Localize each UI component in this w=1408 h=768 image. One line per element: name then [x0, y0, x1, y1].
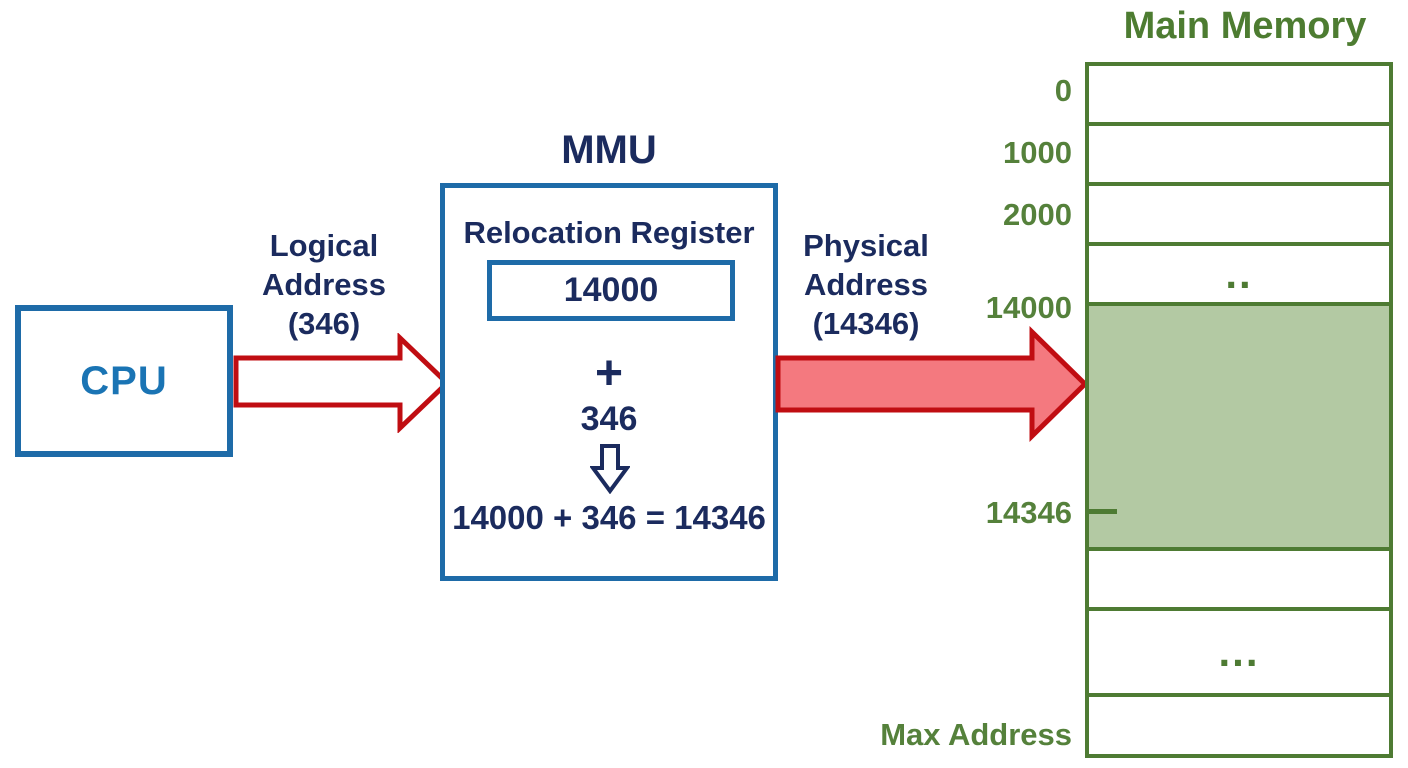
cpu-label: CPU — [80, 358, 168, 403]
cpu-to-mmu-arrow-icon — [233, 333, 451, 433]
address-label-max: Max Address — [880, 717, 1072, 752]
memory-row-highlighted-block — [1089, 306, 1389, 551]
mmu-box — [440, 183, 778, 581]
offset-value: 346 — [580, 400, 638, 438]
down-arrow-icon — [590, 444, 630, 494]
physical-address-line3: (14346) — [812, 306, 920, 341]
memory-row-dots: ... — [1089, 611, 1389, 697]
address-label-2000: 2000 — [1003, 197, 1072, 232]
memory-row-dots: .. — [1089, 246, 1389, 306]
physical-address-line2: Address — [803, 267, 929, 302]
logical-address-line2: Address — [261, 267, 387, 302]
physical-address-label: Physical Address (14346) — [780, 226, 952, 343]
memory-row — [1089, 66, 1389, 126]
logical-address-line1: Logical — [269, 228, 379, 263]
main-memory-title: Main Memory — [1123, 5, 1367, 47]
plus-sign: + — [594, 347, 624, 400]
mmu-title: MMU — [561, 128, 657, 172]
mmu-to-memory-arrow-icon — [775, 326, 1089, 442]
address-label-14346: 14346 — [985, 495, 1072, 530]
logical-address-label: Logical Address (346) — [239, 226, 409, 343]
logical-address-line3: (346) — [287, 306, 361, 341]
address-label-1000: 1000 — [1003, 135, 1072, 170]
main-memory-table: .. ... — [1085, 62, 1393, 758]
address-label-14000: 14000 — [985, 290, 1072, 325]
memory-row — [1089, 186, 1389, 246]
relocation-register-box: 14000 — [487, 260, 735, 321]
memory-row — [1089, 126, 1389, 186]
relocation-register-value: 14000 — [563, 271, 659, 309]
physical-address-line1: Physical — [803, 228, 929, 263]
cpu-box: CPU — [15, 305, 233, 457]
memory-row — [1089, 551, 1389, 611]
address-14346-tick — [1089, 509, 1117, 514]
address-label-0: 0 — [1054, 73, 1072, 108]
memory-row — [1089, 697, 1389, 754]
relocation-register-label: Relocation Register — [463, 215, 755, 250]
sum-equation: 14000 + 346 = 14346 — [452, 499, 766, 536]
